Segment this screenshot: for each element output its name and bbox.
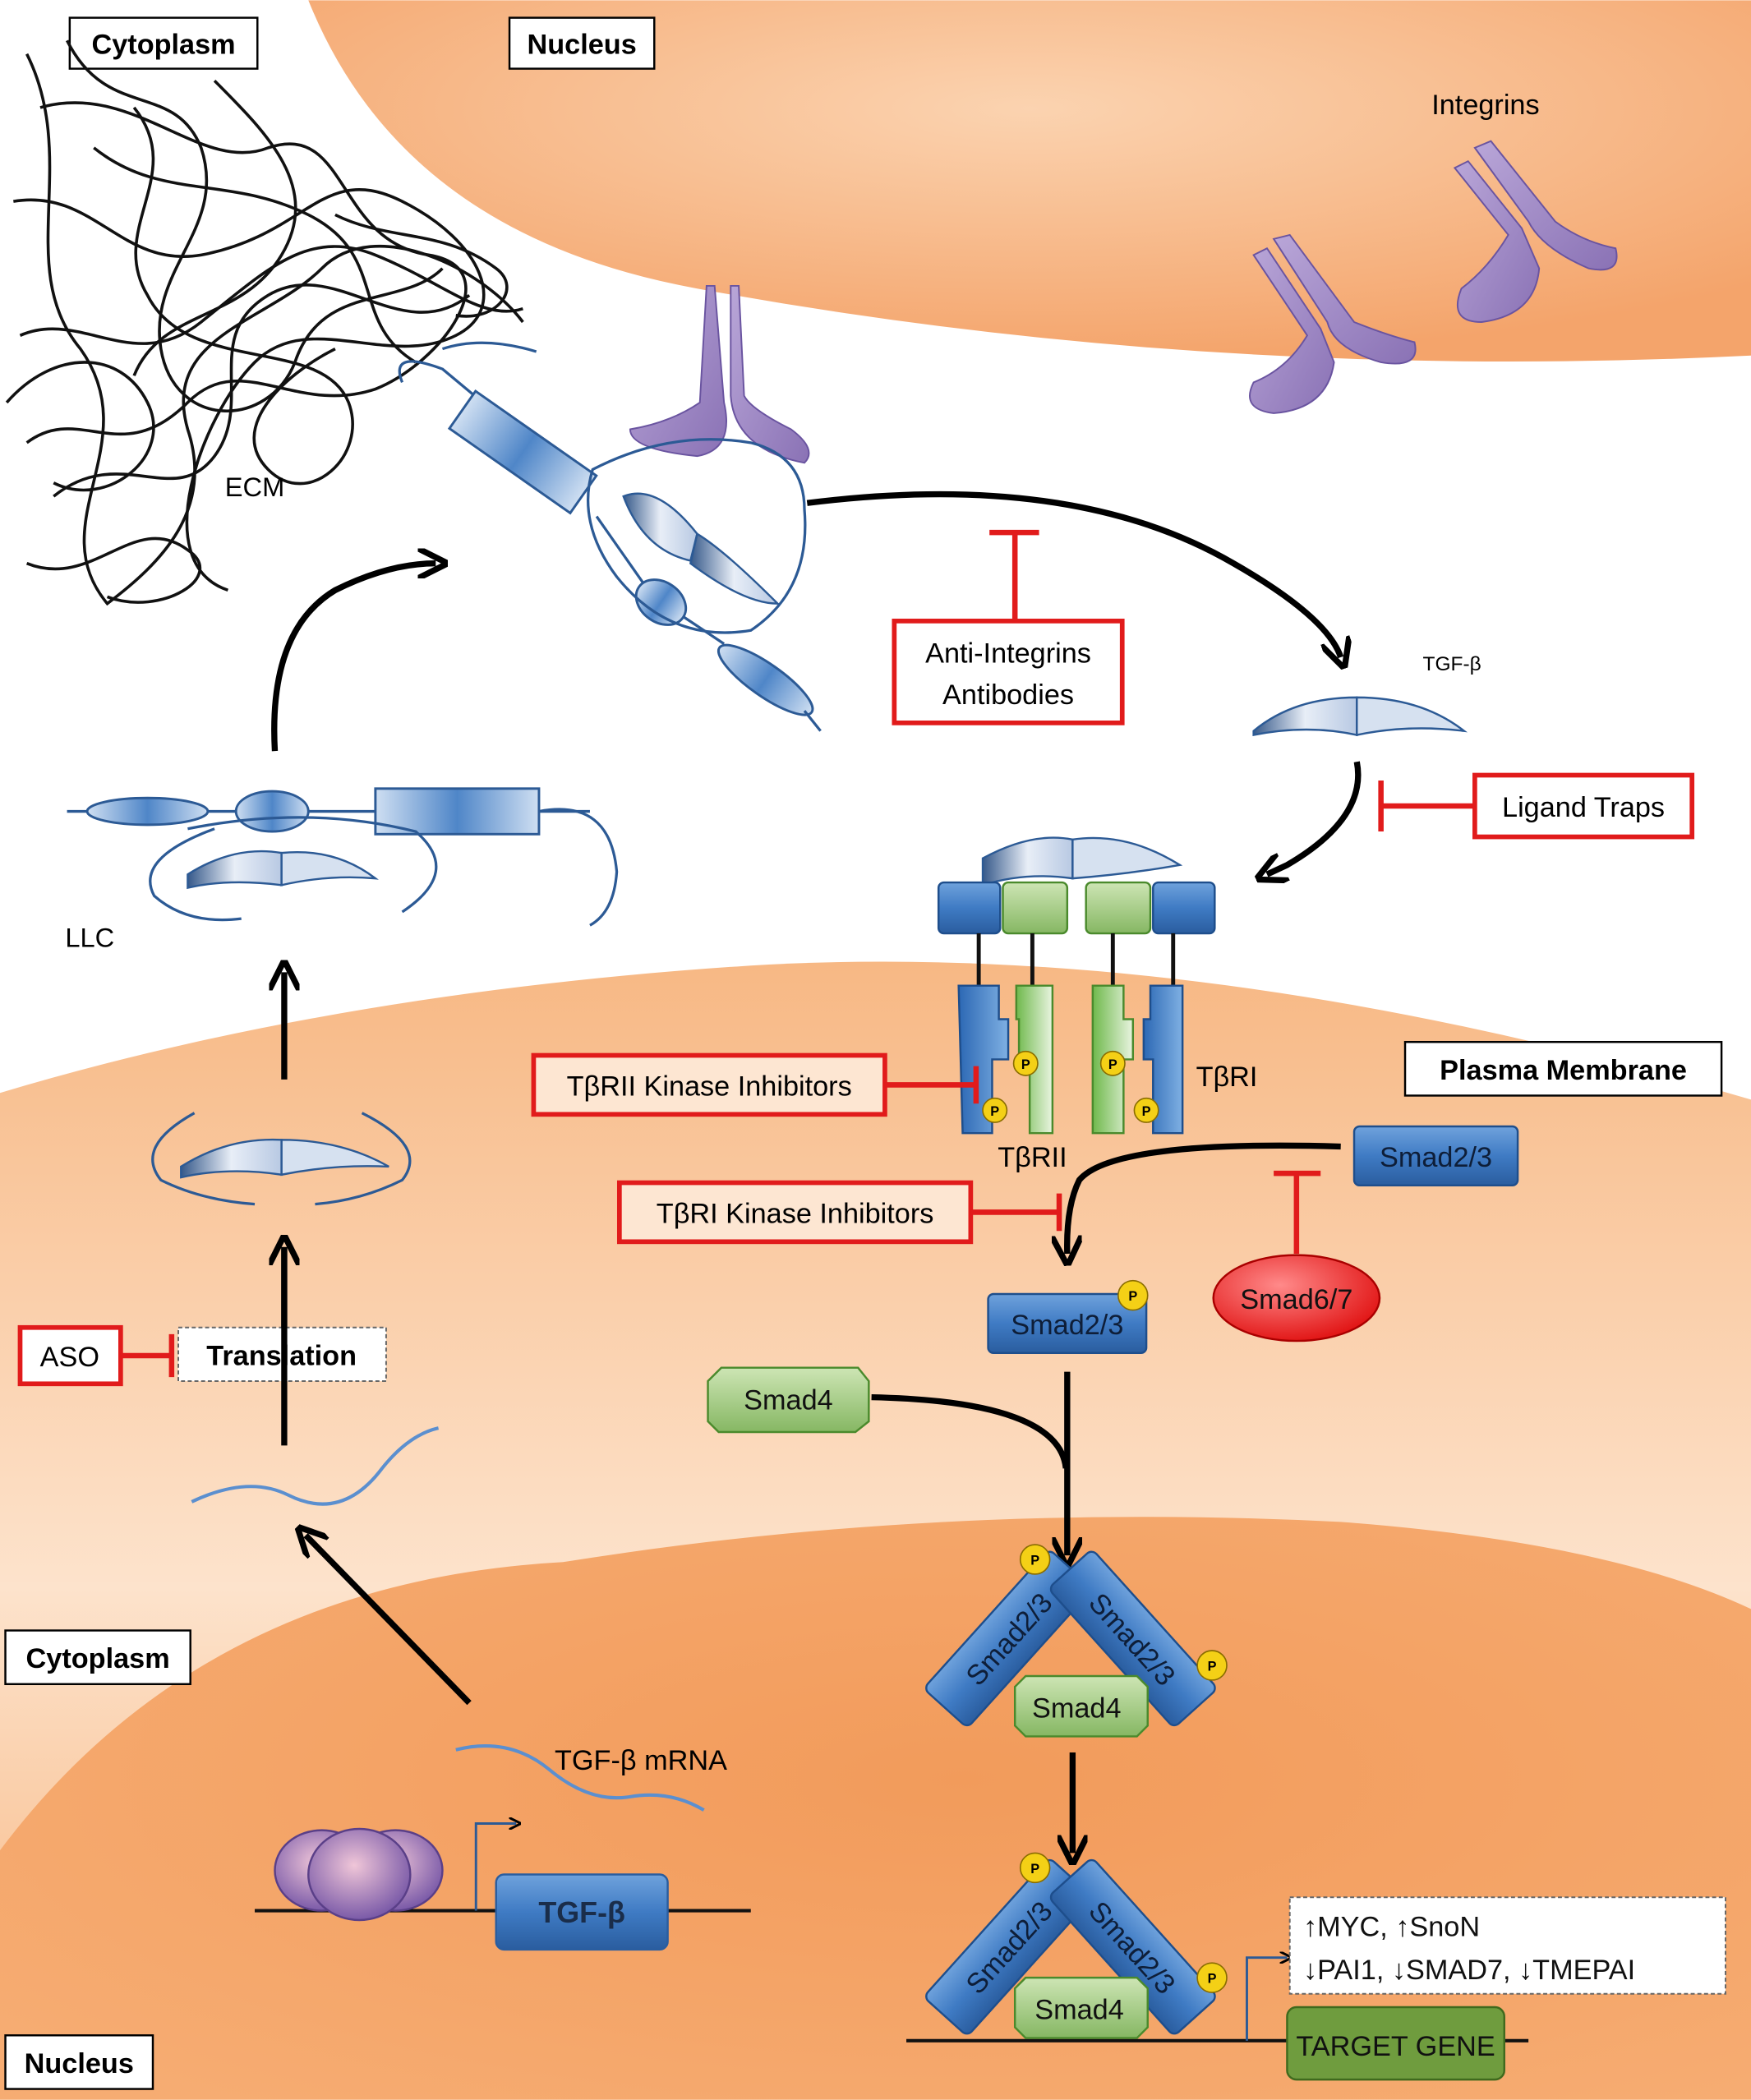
smad67-inhibitor: Smad6/7 — [1212, 1170, 1381, 1342]
slc-complex — [151, 1112, 412, 1206]
svg-text:P: P — [990, 1104, 999, 1119]
nucleus-bottom-label: Nucleus — [4, 2034, 154, 2090]
svg-text:TβRII Kinase Inhibitors: TβRII Kinase Inhibitors — [567, 1071, 852, 1102]
ligand-traps-inhibitor: Ligand Traps — [1378, 772, 1695, 840]
upper-cell — [308, 0, 1751, 362]
svg-text:Smad4: Smad4 — [1032, 1693, 1122, 1725]
integrin-center — [629, 284, 810, 464]
nucleus-top-label: Nucleus — [508, 16, 656, 70]
svg-text:P: P — [1128, 1289, 1137, 1304]
svg-text:Smad4: Smad4 — [744, 1384, 833, 1416]
tbrii-kinase-inhibitor: TβRII Kinase Inhibitors — [531, 1052, 979, 1117]
integrin-right-1 — [1249, 233, 1417, 414]
tgf-beta-ligand-label: TGF-β — [1423, 653, 1481, 675]
llc-complex — [67, 787, 619, 927]
svg-text:Smad4: Smad4 — [1034, 1995, 1124, 2026]
svg-text:Smad2/3: Smad2/3 — [1011, 1310, 1123, 1341]
svg-text:↑MYC, ↑SnoN: ↑MYC, ↑SnoN — [1303, 1912, 1480, 1943]
promoter-arrow — [474, 1823, 516, 1911]
svg-text:Antibodies: Antibodies — [942, 679, 1074, 711]
anti-integrins-inhibitor: Anti-Integrins Antibodies — [892, 529, 1125, 725]
svg-text:P: P — [1021, 1057, 1030, 1072]
svg-text:P: P — [1208, 1659, 1217, 1674]
svg-text:P: P — [1142, 1104, 1151, 1119]
svg-text:TARGET GENE: TARGET GENE — [1296, 2031, 1495, 2062]
svg-text:Ligand Traps: Ligand Traps — [1502, 792, 1665, 823]
smad-complex-arrows — [871, 1371, 1073, 1854]
tgf-beta-gene-label: TGF-β — [538, 1896, 625, 1929]
smad23-phosphorylated: Smad2/3 P — [987, 1279, 1149, 1354]
svg-text:Nucleus: Nucleus — [528, 30, 637, 61]
svg-text:ASO: ASO — [40, 1342, 99, 1373]
smad23-phosphorylation-arrow — [1067, 1142, 1341, 1254]
target-promoter-arrow — [1246, 1958, 1287, 2041]
tgf-beta-ligand — [1252, 696, 1468, 737]
svg-text:P: P — [1208, 1972, 1217, 1987]
smad23-cytoplasmic: Smad2/3 — [1352, 1125, 1519, 1187]
svg-text:P: P — [1030, 1554, 1039, 1568]
cytoplasm-top-label: Cytoplasm — [68, 16, 259, 70]
svg-text:Smad2/3: Smad2/3 — [1380, 1142, 1492, 1173]
target-genes-box: ↑MYC, ↑SnoN ↓PAI1, ↓SMAD7, ↓TMEPAI — [1288, 1896, 1726, 1995]
svg-text:Smad6/7: Smad6/7 — [1240, 1284, 1352, 1315]
svg-text:Plasma Membrane: Plasma Membrane — [1440, 1055, 1687, 1086]
svg-text:P: P — [1108, 1057, 1117, 1072]
nucleosome — [274, 1827, 444, 1922]
tbrii-label: TβRII — [998, 1142, 1067, 1173]
receptor-complex: P P P P — [937, 836, 1216, 1135]
ecm-fibers — [5, 39, 524, 606]
cytoplasm-bottom-label: Cytoplasm — [4, 1629, 191, 1686]
ecm-label: ECM — [225, 472, 285, 502]
svg-text:Cytoplasm: Cytoplasm — [92, 30, 236, 61]
smad4-cytoplasmic: Smad4 — [707, 1366, 870, 1434]
pathway-arrows-left — [274, 490, 1362, 1706]
llc-label: LLC — [65, 922, 114, 952]
svg-text:TβRI Kinase Inhibitors: TβRI Kinase Inhibitors — [657, 1198, 934, 1229]
svg-text:P: P — [1030, 1862, 1039, 1877]
tgf-beta-gene — [495, 1873, 669, 1951]
cytoplasmic-mrna — [191, 1426, 440, 1506]
tbri-kinase-inhibitor: TβRI Kinase Inhibitors — [616, 1180, 1062, 1245]
svg-text:Nucleus: Nucleus — [25, 2048, 134, 2079]
plasma-membrane-label: Plasma Membrane — [1403, 1040, 1723, 1097]
svg-text:Anti-Integrins: Anti-Integrins — [925, 638, 1091, 669]
llc-ecm-complex — [398, 341, 822, 732]
tbri-label: TβRI — [1196, 1062, 1258, 1093]
smad-complex-nuclear: Smad2/3 Smad2/3 Smad4 P P — [925, 1852, 1228, 2039]
nuclear-mrna — [455, 1744, 705, 1812]
integrin-right-2 — [1453, 140, 1618, 323]
svg-text:Cytoplasm: Cytoplasm — [26, 1643, 170, 1674]
integrins-label: Integrins — [1431, 90, 1539, 121]
aso-inhibitor: ASO — [17, 1324, 175, 1387]
target-gene: TARGET GENE — [1286, 2006, 1505, 2081]
mrna-label: TGF-β mRNA — [555, 1745, 727, 1776]
svg-text:↓PAI1, ↓SMAD7, ↓TMEPAI: ↓PAI1, ↓SMAD7, ↓TMEPAI — [1303, 1955, 1635, 1986]
